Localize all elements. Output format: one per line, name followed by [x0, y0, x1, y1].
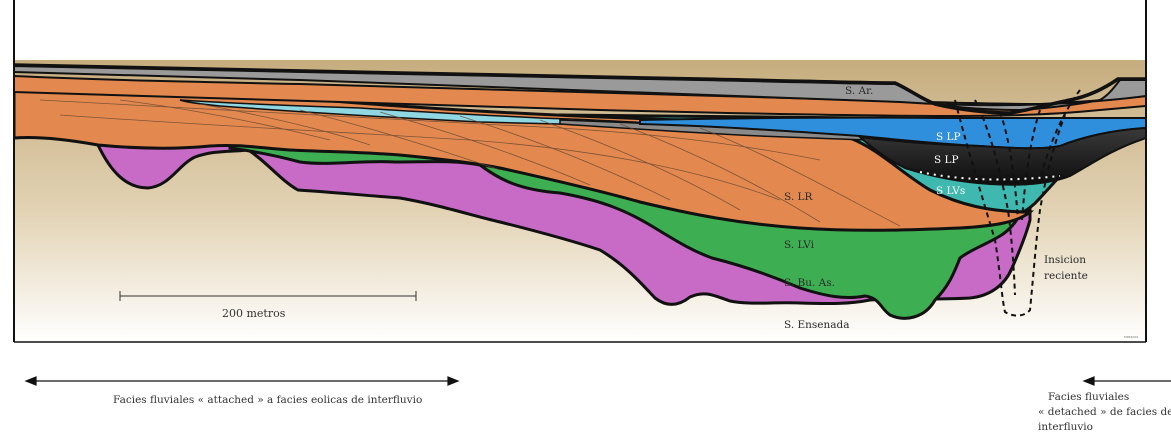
layer-s-lr — [14, 88, 1035, 232]
scale-bar — [119, 291, 417, 301]
corner-mark: MPZ2009 — [1124, 335, 1138, 339]
detached-arrow — [1082, 376, 1171, 386]
caption-attached: Facies fluviales « attached » a facies e… — [113, 394, 422, 406]
label-s-ensenada: S. Ensenada — [784, 319, 850, 331]
label-s-lvs: S LVs — [936, 185, 965, 197]
recent-incision-outline — [954, 89, 1081, 317]
caption-detached-line1: Facies fluviales — [1048, 391, 1129, 403]
label-s-lp-upper: S LP — [936, 131, 961, 143]
label-incision-line2: reciente — [1044, 270, 1088, 282]
caption-detached-line2: « detached » de facies de — [1038, 406, 1171, 418]
scale-bar-label: 200 metros — [222, 307, 286, 320]
label-s-ar: S. Ar. — [845, 85, 873, 97]
label-s-lvi: S. LVi — [784, 239, 815, 251]
ground-surface-line — [14, 63, 1146, 115]
label-incision-line1: Insicion — [1044, 254, 1086, 266]
caption-detached-line3: interfluvio — [1038, 421, 1093, 433]
cross-bedding-lines — [39, 99, 901, 227]
attached-arrow — [24, 376, 460, 386]
label-s-lr: S. LR — [784, 191, 813, 203]
label-s-lp-lower: S LP — [934, 154, 959, 166]
label-s-bu-as: S. Bu. As. — [784, 277, 835, 289]
